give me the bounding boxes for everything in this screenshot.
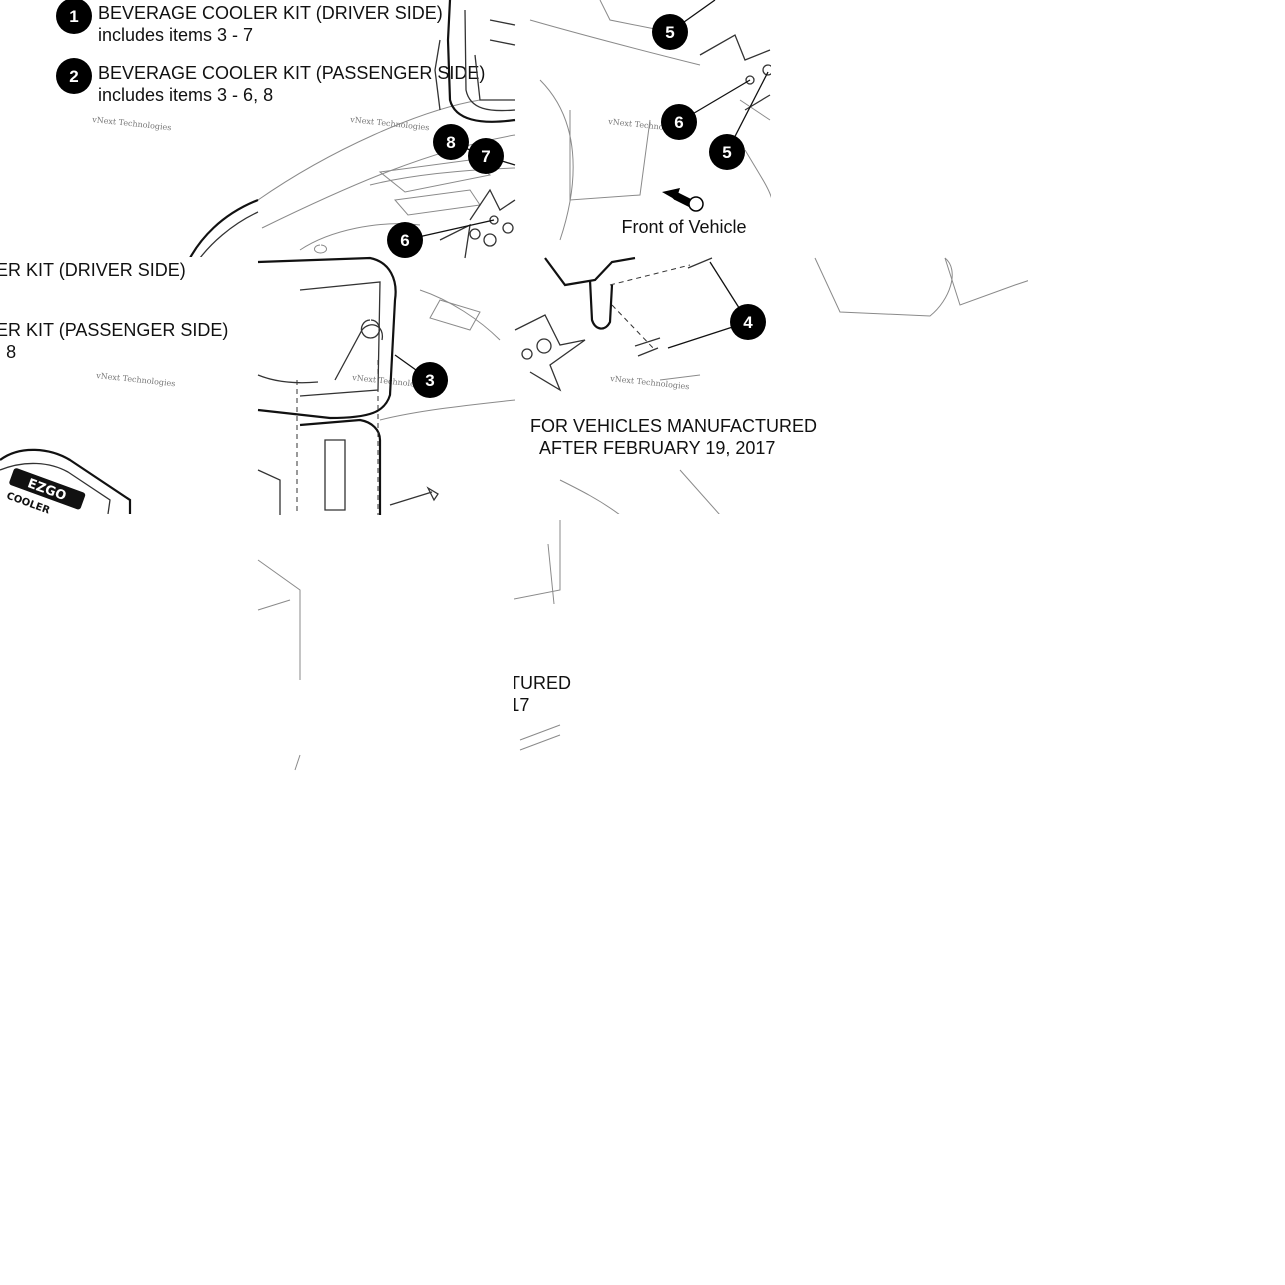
callout-4: 4 [730, 304, 766, 340]
cooler-product: EZGO COOLER [257, 514, 258, 526]
vehicle-body-lines [514, 374, 720, 514]
hardware [771, 257, 773, 390]
manufactured-note: FOR VEHICLES MANUFACTURED AFTER FEBRUARY… [771, 416, 817, 458]
diagram-tile: 1 BEVERAGE COOLER KIT (DRIVER SIDE) incl… [771, 257, 1028, 514]
mounting-bracket [544, 257, 713, 357]
diagram-tile: 1 BEVERAGE COOLER KIT (DRIVER SIDE) incl… [257, 514, 514, 771]
callout-6-left: 6 [399, 257, 411, 258]
cooler-product: EZGO COOLER [257, 257, 258, 514]
note-line-1: FOR VEHICLES MANUFACTURED [771, 416, 817, 436]
svg-text:BEVERAGE COOLER KIT (DRIVER SI: BEVERAGE COOLER KIT (DRIVER SIDE) [0, 260, 186, 280]
callout-5-lower: 5 [709, 134, 745, 170]
cooler-driver [514, 24, 516, 122]
legend-item-1: 1 BEVERAGE COOLER KIT (DRIVER SIDE) incl… [56, 0, 257, 45]
blank-area [0, 514, 257, 771]
callout-7: 7 [468, 138, 504, 174]
svg-text:5: 5 [722, 143, 731, 162]
legend: 1 BEVERAGE COOLER KIT (DRIVER SIDE) incl… [257, 3, 485, 105]
front-of-vehicle: Front of Vehicle [621, 188, 747, 237]
callout-6-left: 6 [387, 222, 423, 257]
legend-item-2: 2 BEVERAGE COOLER KIT (PASSENGER SIDE) i… [56, 58, 257, 105]
svg-text:3: 3 [425, 371, 434, 390]
vehicle-body-lines [379, 289, 514, 421]
svg-text:FOR VEHICLES MANUFACTURED: FOR VEHICLES MANUFACTURED [514, 673, 571, 693]
blank-area [0, 771, 1285, 1285]
legend-line1-1: BEVERAGE COOLER KIT (DRIVER SIDE) [257, 3, 443, 23]
callout-6-right: 6 [661, 104, 697, 140]
callouts: 3 4 5 5 6 [730, 304, 766, 340]
watermark: vNext Technologies [91, 115, 172, 132]
callout-8: 8 [433, 124, 469, 160]
manufactured-note: FOR VEHICLES MANUFACTURED AFTER FEBRUARY… [530, 416, 771, 458]
svg-text:6: 6 [400, 231, 409, 250]
legend-num-1: 1 [69, 7, 78, 26]
hardware [514, 314, 586, 392]
diagram-tile: 1 BEVERAGE COOLER KIT (DRIVER SIDE) incl… [514, 0, 771, 257]
svg-text:6: 6 [674, 113, 683, 132]
watermark: vNext Technologies [609, 374, 690, 391]
note-line-1: FOR VEHICLES MANUFACTURED [530, 416, 771, 436]
note-continuation: FOR VEHICLES MANUFACTURED AFTER FEBRUARY … [514, 514, 771, 771]
watermarks: vNext Technologies vNext Technologies vN… [351, 373, 432, 390]
blank-area [771, 0, 1285, 257]
legend-line2-1: includes items 3 - 7 [98, 25, 253, 45]
vehicle-body-lines [257, 559, 301, 771]
diagram-tile: 1 BEVERAGE COOLER KIT (DRIVER SIDE) incl… [514, 257, 771, 514]
callout-badge [56, 0, 92, 34]
diagram-tile: 1 BEVERAGE COOLER KIT (DRIVER SIDE) incl… [257, 0, 514, 257]
callout-5-upper: 5 [652, 14, 688, 50]
cooler-product: EZGO COOLER [257, 198, 259, 214]
svg-text:8: 8 [446, 133, 455, 152]
legend-item-1: 1 BEVERAGE COOLER KIT (DRIVER SIDE) incl… [257, 3, 443, 23]
svg-text:BEVERAGE COOLER KIT (PASSENGER: BEVERAGE COOLER KIT (PASSENGER SIDE) [0, 320, 228, 340]
watermarks: vNext Technologies vNext Technologies vN… [349, 115, 430, 132]
callouts: 3 4 5 5 6 [399, 257, 448, 398]
vehicle-body-lines [814, 257, 1028, 317]
callouts: 3 4 5 5 6 [387, 124, 504, 257]
cooler-passenger [279, 514, 382, 515]
diagram-tile: 1 BEVERAGE COOLER KIT (DRIVER SIDE) incl… [257, 257, 514, 514]
cooler-product: EZGO COOLER [189, 199, 257, 257]
legend-line1-2: BEVERAGE COOLER KIT (PASSENGER SIDE) [257, 63, 485, 83]
svg-text:AFTER FEBRUARY 19, 2017: AFTER FEBRUARY 19, 2017 [514, 695, 529, 715]
svg-text:4: 4 [743, 313, 753, 332]
note-line-2: AFTER FEBRUARY 19, 2017 [539, 438, 771, 458]
legend-num-2: 2 [69, 67, 78, 86]
callout-badge [56, 58, 92, 94]
vehicle-body-lines [257, 99, 514, 254]
hardware [464, 257, 466, 259]
vehicle-body-lines [514, 0, 771, 241]
front-label: Front of Vehicle [621, 217, 746, 237]
legend-continuation: BEVERAGE COOLER KIT (DRIVER SIDE) BEVERAG… [0, 257, 257, 514]
watermarks: vNext Technologies vNext Technologies vN… [91, 115, 172, 132]
legend: 1 BEVERAGE COOLER KIT (DRIVER SIDE) incl… [56, 0, 257, 105]
watermarks: vNext Technologies vNext Technologies vN… [609, 374, 690, 391]
cooler-driver [434, 0, 514, 123]
svg-text:5: 5 [665, 23, 674, 42]
legend-line2-2: includes items 3 - 6, 8 [257, 85, 273, 105]
svg-text:7: 7 [481, 147, 490, 166]
svg-text:includes items 3 - 6, 8: includes items 3 - 6, 8 [0, 342, 16, 362]
diagram-tile: 1 BEVERAGE COOLER KIT (DRIVER SIDE) incl… [0, 0, 257, 257]
note-line-2: AFTER FEBRUARY 19, 2017 [771, 438, 775, 458]
legend-item-2: 2 BEVERAGE COOLER KIT (PASSENGER SIDE) i… [257, 63, 485, 105]
legend-line2-2: includes items 3 - 6, 8 [98, 85, 257, 105]
cooler-passenger [257, 257, 439, 514]
legend-line1-1: BEVERAGE COOLER KIT (DRIVER SIDE) [98, 3, 257, 23]
leader-lines [394, 354, 431, 381]
callouts: 3 4 5 5 6 [652, 14, 745, 170]
legend-line1-2: BEVERAGE COOLER KIT (PASSENGER SIDE) [98, 63, 257, 83]
leader-lines [667, 261, 749, 349]
callout-3: 3 [412, 362, 448, 398]
